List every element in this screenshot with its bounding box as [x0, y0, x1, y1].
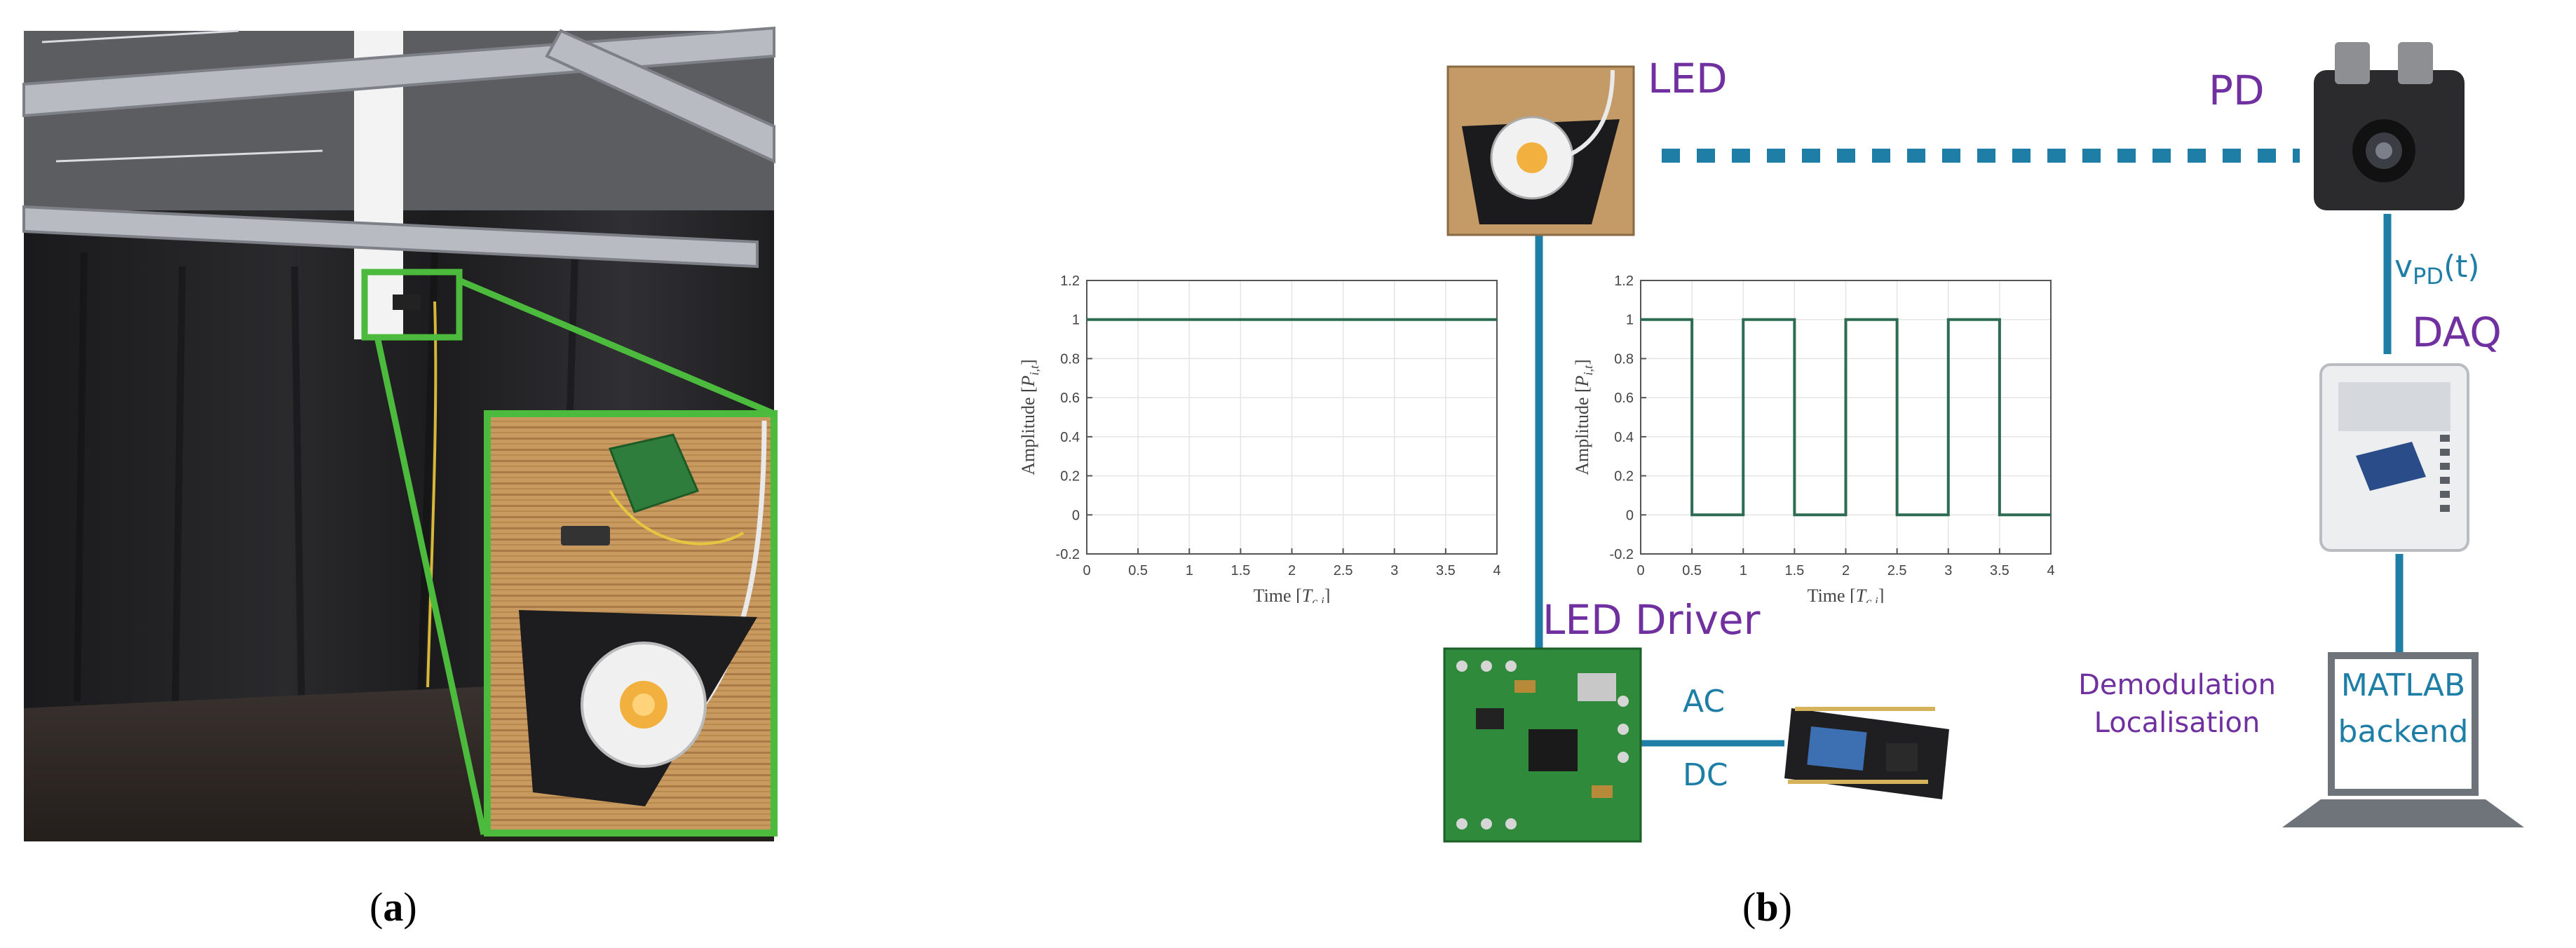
- daq-label: DAQ: [2412, 309, 2502, 356]
- y-tick-label: 1.2: [1614, 273, 1634, 289]
- highlight-box: [361, 269, 463, 341]
- led-driver-board: [1443, 647, 1642, 843]
- y-tick-label: 1.2: [1060, 273, 1080, 289]
- x-tick-label: 0.5: [1128, 563, 1148, 578]
- x-tick-label: 3.5: [1436, 563, 1456, 578]
- x-tick-label: 3: [1390, 563, 1398, 578]
- x-tick-label: 0: [1636, 563, 1644, 578]
- led-label: LED: [1648, 55, 1728, 102]
- x-tick-label: 1: [1740, 563, 1747, 578]
- panel-label-b: (b): [1742, 884, 1792, 930]
- pd-label: PD: [2209, 67, 2265, 114]
- x-tick-label: 0.5: [1682, 563, 1702, 578]
- led-driver-label: LED Driver: [1543, 596, 1761, 644]
- x-tick-label: 2: [1842, 563, 1850, 578]
- pd-device: [2314, 42, 2465, 210]
- dc-label: DC: [1683, 757, 1728, 793]
- x-tick-label: 2.5: [1887, 563, 1907, 578]
- y-tick-label: 0.8: [1060, 351, 1080, 367]
- x-tick-label: 0: [1083, 563, 1090, 578]
- microcontroller-board: [1784, 707, 1949, 799]
- y-axis-label: Amplitude [Pi,t]: [1018, 359, 1041, 475]
- y-tick-label: 0: [1626, 508, 1634, 523]
- y-tick-label: 0.2: [1614, 469, 1634, 485]
- x-tick-label: 3: [1944, 563, 1952, 578]
- y-tick-label: 0.4: [1614, 430, 1634, 445]
- x-tick-label: 2.5: [1334, 563, 1353, 578]
- y-tick-label: 0.6: [1060, 391, 1080, 406]
- x-tick-label: 1.5: [1784, 563, 1804, 578]
- y-tick-label: -0.2: [1056, 547, 1080, 562]
- series-line: [1641, 318, 2051, 517]
- ac-label: AC: [1683, 684, 1726, 719]
- x-tick-label: 3.5: [1990, 563, 2009, 578]
- x-tick-label: 1.5: [1231, 563, 1250, 578]
- matlab-backend-label: MATLAB backend: [2338, 668, 2469, 750]
- panel-label-a: (a): [370, 884, 417, 930]
- demod-localisation-label: Demodulation Localisation: [2078, 669, 2276, 739]
- x-tick-label: 2: [1288, 563, 1296, 578]
- y-tick-label: 0.2: [1060, 469, 1080, 485]
- y-tick-label: -0.2: [1610, 547, 1634, 562]
- y-tick-label: 1: [1626, 313, 1634, 328]
- y-tick-label: 0.6: [1614, 391, 1634, 406]
- daq-device: [2319, 363, 2469, 552]
- x-tick-label: 4: [2047, 563, 2054, 578]
- x-tick-label: 1: [1186, 563, 1193, 578]
- y-axis-label: Amplitude [Pi,t]: [1572, 359, 1595, 475]
- y-tick-label: 0: [1072, 508, 1080, 523]
- x-axis-label: Time [Tc,i]: [1254, 585, 1331, 603]
- y-tick-label: 0.8: [1614, 351, 1634, 367]
- y-tick-label: 0.4: [1060, 430, 1080, 445]
- laptop-icon: [2282, 652, 2524, 827]
- inset-frame: [484, 410, 778, 837]
- x-tick-label: 4: [1493, 563, 1500, 578]
- led-photo: [1446, 65, 1635, 236]
- x-axis-label: Time [Tc,i]: [1808, 585, 1885, 603]
- vpd-label: vPD(t): [2394, 249, 2480, 290]
- y-tick-label: 1: [1072, 313, 1080, 328]
